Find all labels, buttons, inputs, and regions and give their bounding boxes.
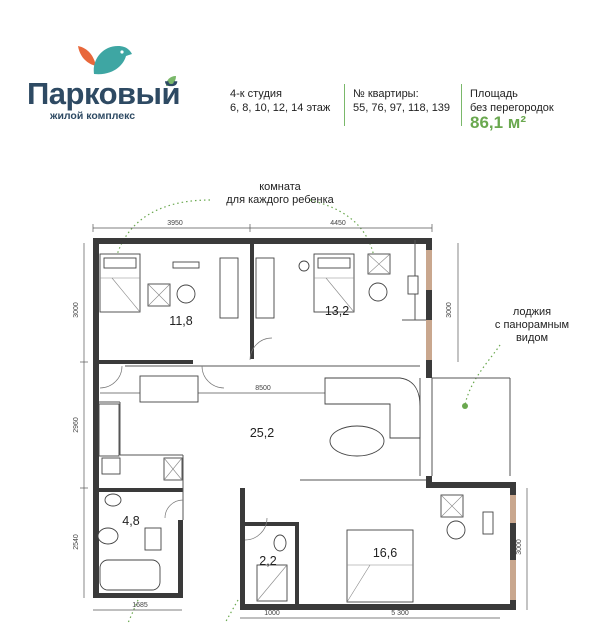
type-line-1: 4-к студия (230, 88, 282, 100)
brand-name: Парковый (27, 76, 181, 111)
bed-details (100, 253, 464, 603)
callout-leaders (114, 199, 501, 623)
sink (101, 457, 121, 475)
header-divider (344, 84, 345, 126)
dim-right-upper: 3000 (446, 302, 453, 318)
dim-top-right: 4450 (330, 220, 346, 227)
dim-bottom-3: 5 300 (391, 610, 409, 617)
area-value: 86,1 м² (470, 113, 527, 132)
chair-right (368, 282, 388, 302)
apt-line-2: 55, 76, 97, 118, 139 (353, 102, 451, 114)
toilet-wc (273, 534, 287, 552)
apartment-type: 4-к студия 6, 8, 10, 12, 14 этаж (230, 87, 330, 115)
dim-top-left: 3950 (167, 220, 183, 227)
dimension-lines (80, 224, 528, 619)
bath-area: 4,8 (122, 514, 139, 528)
leaf-icon (166, 76, 176, 86)
dim-left-upper: 3000 (73, 302, 80, 318)
chair-left (176, 284, 196, 304)
type-line-2: 6, 8, 10, 12, 14 этаж (230, 102, 331, 114)
living-area: 25,2 (250, 426, 274, 440)
rooms-callout: комната для каждого ребенка (210, 181, 350, 207)
area-block: Площадь без перегородок (470, 87, 554, 115)
area-line-1: Площадь (470, 88, 518, 100)
window-hatching (426, 250, 516, 600)
wc-area: 2,2 (259, 554, 276, 568)
room-1-area: 11,8 (169, 314, 192, 328)
dim-left-middle: 2960 (73, 417, 80, 433)
apt-line-1: № квартиры: (353, 88, 419, 100)
bedroom-area: 16,6 (373, 546, 397, 560)
dim-bottom-1: 1685 (132, 602, 148, 609)
room-2-area: 13,2 (325, 304, 349, 318)
loggia-callout-line-2: с панорамным (494, 319, 570, 331)
door-swings (99, 337, 273, 541)
kitchen-counter (98, 403, 120, 457)
washbasin (97, 527, 119, 545)
dim-inner-width: 8500 (255, 385, 271, 392)
loggia-callout-line-3: видом (515, 332, 549, 344)
bed-master (346, 529, 414, 603)
wardrobe-1 (219, 257, 239, 319)
pillow-right (317, 257, 351, 269)
area-line-2: без перегородок (470, 102, 554, 114)
bathtub (99, 559, 161, 591)
brand-subtitle: жилой комплекс (50, 110, 136, 122)
room-labels: 11,8 13,2 25,2 4,8 2,2 16,6 (122, 304, 397, 568)
sofa (324, 377, 421, 439)
lamp (298, 260, 310, 272)
desk-master (482, 511, 494, 535)
toilet-bath (104, 493, 122, 507)
desk-left (172, 261, 200, 269)
dining-table (139, 375, 199, 403)
coffee-table (329, 425, 385, 457)
apartment-numbers: № квартиры: 55, 76, 97, 118, 139 (353, 87, 450, 115)
dim-right-lower: 3000 (516, 539, 523, 555)
bird-logo-icon (78, 46, 132, 75)
pillow-left (103, 257, 137, 269)
chair-master (446, 520, 466, 540)
wardrobe-2 (255, 257, 275, 319)
walls (93, 238, 516, 610)
dim-bottom-2: 1000 (264, 610, 280, 617)
dimension-labels: 3950 4450 8500 1685 1000 5 300 3000 2960… (73, 220, 523, 617)
header-divider (461, 84, 462, 126)
rooms-callout-line-1: комната (259, 181, 301, 193)
loggia-callout: лоджия с панорамным видом (488, 306, 576, 345)
dim-left-lower: 2540 (73, 534, 80, 550)
loggia-callout-line-1: лоджия (512, 306, 552, 318)
rooms-callout-line-2: для каждого ребенка (226, 194, 334, 206)
washer (144, 527, 162, 551)
desk-right (407, 275, 419, 295)
